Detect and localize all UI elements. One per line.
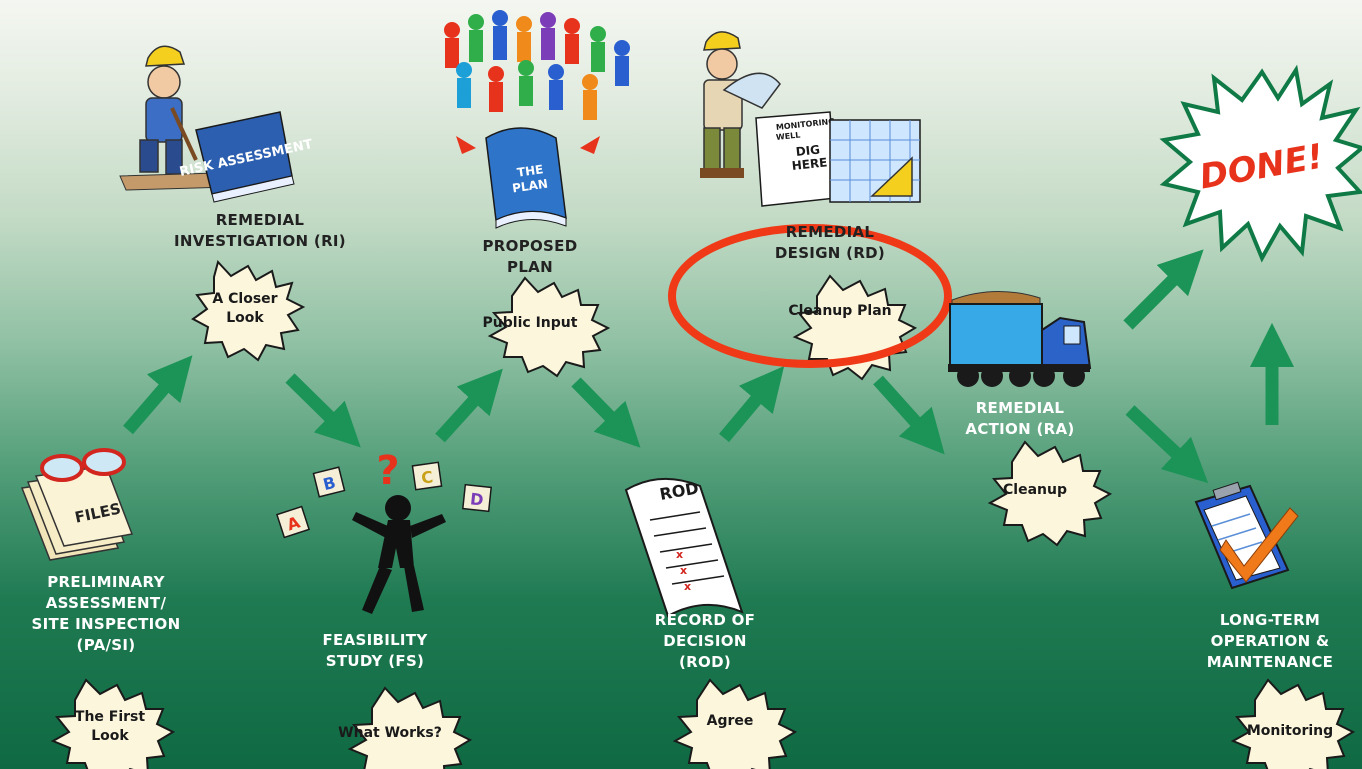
bubble-ri-line: Look [226, 310, 264, 326]
stage-title-pasi-line: SITE INSPECTION [31, 615, 181, 633]
svg-text:D: D [469, 489, 484, 509]
stage-title-ltom-line: MAINTENANCE [1206, 653, 1334, 671]
stage-title-pasi-line: PRELIMINARY [47, 573, 165, 591]
svg-text:HERE: HERE [791, 155, 828, 173]
stage-title-ra-line: REMEDIAL [975, 399, 1065, 417]
bubble-pp: Public Input [475, 314, 585, 333]
svg-text:C: C [420, 467, 434, 487]
bubble-ri-line: A Closer [212, 291, 278, 307]
stage-title-pp: PROPOSED PLAN [460, 236, 600, 278]
arrow-pasi-to-ri [123, 355, 193, 435]
svg-text:x: x [684, 580, 691, 593]
stage-title-ra: REMEDIAL ACTION (RA) [950, 398, 1090, 440]
stage-title-ri: REMEDIAL INVESTIGATION (RI) [150, 210, 370, 252]
stage-title-ri-line: REMEDIAL [215, 211, 305, 229]
stage-title-pp-line: PLAN [507, 258, 553, 276]
bubble-rd: Cleanup Plan [775, 302, 905, 321]
stage-title-ri-line: INVESTIGATION (RI) [174, 232, 346, 250]
stage-title-rod-line: RECORD OF [654, 611, 756, 629]
bubble-ltom-shape [1230, 678, 1356, 769]
bubble-pp-shape [487, 276, 611, 378]
stage-title-pasi-line: ASSESSMENT/ [45, 594, 167, 612]
arrow-rd-to-ra [873, 375, 945, 455]
bubble-ri-shape [191, 259, 306, 362]
bubble-ra-line: Cleanup [1003, 482, 1067, 498]
bubble-ra-shape [987, 440, 1113, 547]
arrow-ri-to-fs [285, 373, 361, 448]
stage-title-rd: REMEDIAL DESIGN (RD) [760, 222, 900, 264]
arrow-rod-to-rd [719, 366, 785, 443]
highlight-circle [668, 224, 952, 368]
arrow-pp-to-rod [571, 377, 641, 448]
stage-title-rd-line: REMEDIAL [785, 223, 875, 241]
stage-title-fs-line: FEASIBILITY [322, 631, 428, 649]
stage-title-rd-line: DESIGN (RD) [774, 244, 886, 262]
stage-title-ltom-line: LONG-TERM [1219, 611, 1321, 629]
bubble-pp-line: Public Input [482, 315, 578, 331]
stage-title-ra-line: ACTION (RA) [965, 420, 1075, 438]
stage-title-pasi-line: (PA/SI) [76, 636, 136, 654]
stage-title-rod: RECORD OF DECISION (ROD) [630, 610, 780, 673]
stage-title-fs-line: STUDY (FS) [325, 652, 425, 670]
stage-title-ltom: LONG-TERM OPERATION & MAINTENANCE [1180, 610, 1360, 673]
bubble-ltom-line: Monitoring [1246, 723, 1334, 739]
engineer-design-illustration: MONITORING WELL DIG HERE [700, 31, 921, 207]
bubble-ra: Cleanup [990, 481, 1080, 500]
public-crowd-illustration: THE PLAN [444, 10, 630, 229]
stage-title-rod-line: DECISION [663, 632, 747, 650]
stage-title-pasi: PRELIMINARY ASSESSMENT/ SITE INSPECTION … [0, 572, 212, 656]
bubble-pasi-line: The First [74, 709, 146, 725]
stage-title-pp-line: PROPOSED [482, 237, 578, 255]
bubble-fs-shape [347, 686, 473, 769]
svg-text:PLAN: PLAN [511, 177, 548, 196]
bubble-rod: Agree [690, 712, 770, 731]
stage-title-fs: FEASIBILITY STUDY (FS) [300, 630, 450, 672]
bubble-rd-line: Cleanup Plan [788, 303, 892, 319]
bubble-pasi-line: Look [91, 728, 129, 744]
bubble-fs: What Works? [330, 724, 450, 743]
bubble-ltom: Monitoring [1240, 722, 1340, 741]
bubble-ri: A Closer Look [190, 290, 300, 328]
svg-text:DIG: DIG [795, 143, 821, 159]
bubble-rod-shape [672, 678, 798, 769]
arrow-fs-to-pp [435, 368, 503, 443]
stage-title-rod-line: (ROD) [679, 653, 731, 671]
bubble-pasi: The First Look [55, 708, 165, 746]
svg-text:B: B [321, 473, 337, 494]
arrow-ra-to-done [1123, 249, 1204, 330]
svg-text:x: x [676, 548, 683, 561]
clipboard-check-illustration [1194, 481, 1299, 590]
bubble-rod-line: Agree [706, 713, 754, 729]
arrow-ra-to-ltom [1125, 405, 1209, 484]
feasibility-illustration: A B ? C D [275, 448, 493, 614]
rod-document-illustration: ROD x x x [624, 477, 744, 618]
svg-text:WELL: WELL [775, 130, 800, 142]
bubble-fs-line: What Works? [338, 725, 442, 741]
risk-assessment-illustration: RISK ASSESSMENT [119, 45, 314, 203]
svg-text:?: ? [376, 448, 399, 494]
svg-text:THE: THE [516, 162, 544, 180]
svg-text:x: x [680, 564, 687, 577]
dump-truck-illustration [948, 291, 1092, 387]
files-illustration: FILES [20, 448, 134, 561]
bubble-pasi-shape [50, 678, 176, 769]
done-burst: DONE! [1159, 64, 1362, 263]
stage-title-ltom-line: OPERATION & [1210, 632, 1330, 650]
